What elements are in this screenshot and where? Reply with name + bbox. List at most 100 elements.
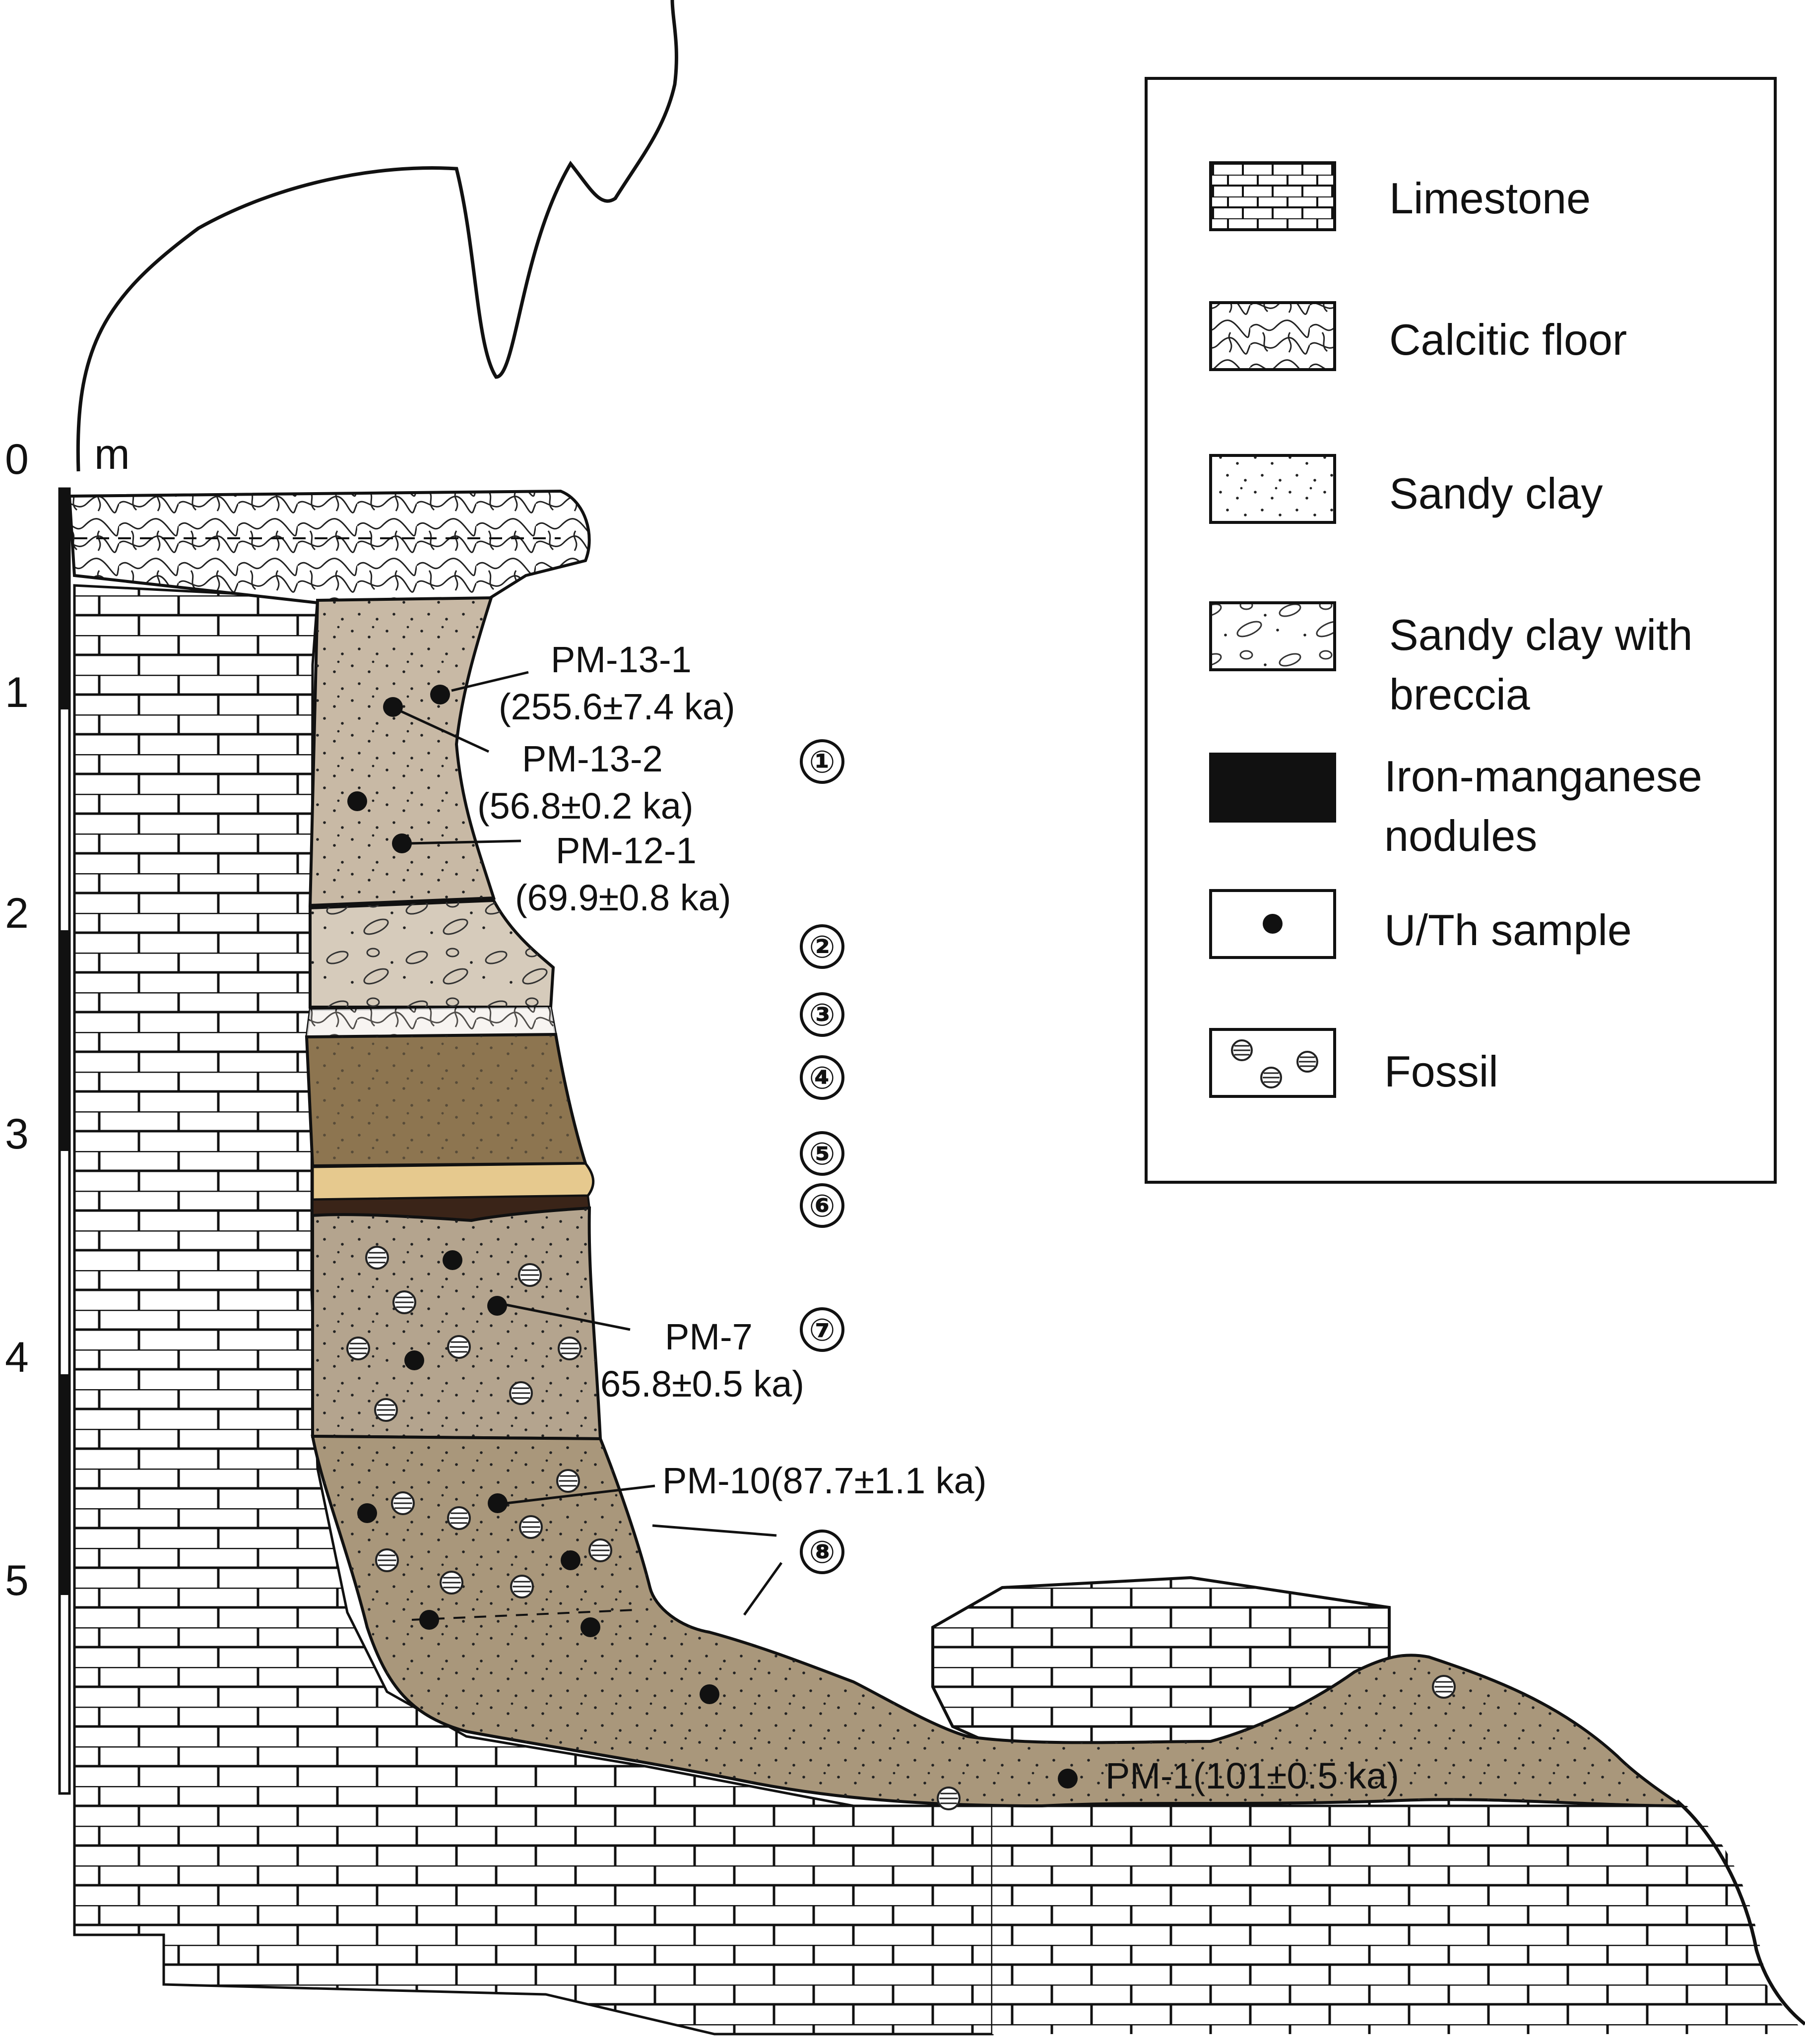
fossil-symbol <box>937 1787 961 1810</box>
scale-segment-2-3 <box>60 930 69 1151</box>
legend-swatch-sandy-clay <box>1209 454 1336 524</box>
svg-text:②: ② <box>809 930 836 964</box>
legend-fossil-symbols <box>1231 1039 1318 1088</box>
sample-label-pm-10: PM-10(87.7±1.1 ka) <box>662 1460 986 1501</box>
fossil-symbol <box>440 1571 463 1595</box>
uth-sample-markers <box>347 685 1078 1788</box>
uth-sample-dot <box>357 1503 377 1523</box>
layer-8-dashed-line <box>411 1609 636 1621</box>
svg-text:③: ③ <box>809 998 836 1032</box>
fossil-symbol <box>365 1246 389 1270</box>
layer-5-yellow-sand <box>311 1162 595 1201</box>
legend-swatch-sandy-clay-breccia <box>1209 601 1336 671</box>
uth-sample-dot <box>347 791 367 811</box>
layer-number-3: ③ <box>800 992 844 1037</box>
layer-number-4: ④ <box>800 1055 844 1100</box>
legend-label-iron-manganese: Iron-manganese <box>1384 752 1702 801</box>
fossil-symbol <box>447 1335 471 1359</box>
svg-text:①: ① <box>809 745 836 779</box>
uth-sample-dot <box>392 833 412 853</box>
uth-sample-dot <box>488 1493 508 1513</box>
fossil-symbol <box>346 1337 370 1360</box>
uth-sample-dot <box>404 1350 424 1370</box>
fossil-symbol <box>447 1506 471 1530</box>
legend-swatch-iron-manganese <box>1209 753 1336 823</box>
legend-swatch-calcitic-floor <box>1209 301 1336 371</box>
uth-sample-dot <box>443 1250 462 1270</box>
layer-3-texture <box>307 1007 556 1037</box>
layer-number-markers: ① ② ③ ④ ⑤ ⑥ ⑦ ⑧ <box>800 739 844 1574</box>
uth-sample-dot <box>700 1684 719 1704</box>
fossil-symbol <box>519 1515 543 1539</box>
legend-label-sandy-clay: Sandy clay <box>1389 469 1603 518</box>
scale-tick-4: 4 <box>5 1334 29 1381</box>
fossil-symbol <box>509 1381 533 1405</box>
sample-leader-lines <box>396 671 783 1616</box>
scale-tick-1: 1 <box>5 669 29 716</box>
layer-2-texture <box>310 900 553 1007</box>
layer-number-7: ⑦ <box>800 1307 844 1352</box>
svg-text:⑧: ⑧ <box>809 1535 836 1570</box>
legend-uth-dot <box>1263 914 1283 934</box>
layer-number-8: ⑧ <box>800 1530 844 1574</box>
scale-tick-0: 0 <box>5 436 29 483</box>
scale-tick-5: 5 <box>5 1557 29 1604</box>
scale-tick-2: 2 <box>5 890 29 937</box>
sample-age-pm-13-1: (255.6±7.4 ka) <box>499 686 735 727</box>
layer-number-5: ⑤ <box>800 1131 844 1176</box>
scale-segment-4-5 <box>60 1374 69 1595</box>
scale-segment-0-1 <box>60 489 69 709</box>
fossil-symbol <box>518 1263 542 1287</box>
fossil-symbol <box>391 1491 415 1515</box>
uth-sample-dot <box>383 697 403 717</box>
fossil-symbol <box>588 1538 612 1562</box>
sample-label-pm-13-1: PM-13-1 <box>551 639 692 680</box>
scale-unit: m <box>94 431 130 478</box>
uth-sample-dot <box>1058 1769 1078 1788</box>
svg-text:⑤: ⑤ <box>809 1137 836 1171</box>
uth-sample-dot <box>419 1610 439 1630</box>
uth-sample-dot <box>580 1617 600 1637</box>
sample-label-pm-1: PM-1(101±0.5 ka) <box>1105 1755 1399 1796</box>
fossil-symbol <box>1260 1067 1282 1088</box>
layer-number-2: ② <box>800 924 844 969</box>
layer-calcitic-floor <box>67 489 591 605</box>
legend-label-sandy-clay-breccia: Sandy clay with <box>1389 610 1692 659</box>
fossil-symbol <box>375 1548 399 1572</box>
layer-1-texture <box>310 598 494 905</box>
layer-number-1: ① <box>800 739 844 784</box>
sample-age-pm-7: 65.8±0.5 ka) <box>600 1363 804 1405</box>
legend-label-sandy-clay-breccia-line2: breccia <box>1389 670 1530 719</box>
fossil-markers <box>346 1246 1456 1810</box>
depth-scale-bar <box>58 487 71 1795</box>
cave-outline-bottom-right <box>1676 1799 1805 2026</box>
uth-sample-dot <box>487 1296 507 1316</box>
uth-sample-dot <box>561 1550 580 1570</box>
svg-text:⑥: ⑥ <box>809 1189 836 1223</box>
sample-age-pm-13-2: (56.8±0.2 ka) <box>477 785 694 827</box>
uth-sample-dot <box>430 685 450 704</box>
svg-text:⑦: ⑦ <box>809 1313 836 1347</box>
scale-tick-3: 3 <box>5 1110 29 1158</box>
legend-label-calcitic-floor: Calcitic floor <box>1389 315 1627 364</box>
svg-text:④: ④ <box>809 1061 836 1095</box>
fossil-symbol <box>392 1290 416 1314</box>
legend: Limestone Calcitic floor Sandy clay Sand… <box>1145 77 1777 1184</box>
fossil-symbol <box>510 1575 534 1598</box>
sample-label-pm-13-2: PM-13-2 <box>522 738 663 779</box>
legend-label-uth-sample: U/Th sample <box>1384 905 1632 955</box>
sample-label-pm-7: PM-7 <box>665 1316 753 1357</box>
legend-swatch-limestone <box>1209 161 1336 231</box>
fossil-symbol <box>558 1337 581 1360</box>
fossil-symbol <box>1296 1051 1318 1073</box>
fossil-symbol <box>1231 1039 1253 1061</box>
limestone-bedrock-bottom <box>992 1796 1805 2034</box>
fossil-symbol <box>374 1398 398 1422</box>
layer-4-texture <box>307 1034 585 1166</box>
sample-label-pm-12-1: PM-12-1 <box>556 830 697 871</box>
fossil-symbol <box>1432 1675 1456 1699</box>
legend-label-iron-manganese-line2: nodules <box>1384 811 1537 860</box>
layer-number-6: ⑥ <box>800 1183 844 1228</box>
